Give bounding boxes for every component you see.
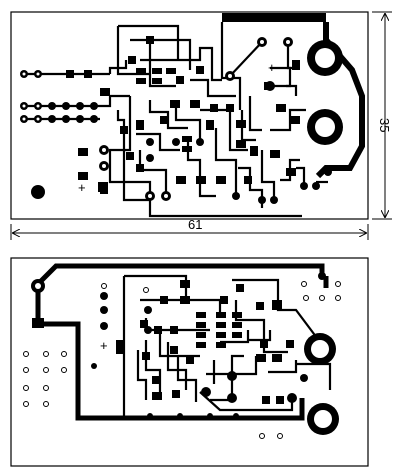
top-bus-trace (222, 13, 326, 22)
top-polarity-mark: + (268, 60, 276, 75)
height-dimension: 35 (372, 11, 392, 220)
width-dimension-label: 61 (188, 217, 202, 232)
height-dimension-label: 35 (377, 118, 392, 132)
bottom-pcb-board: + (10, 257, 369, 467)
bottom-polarity-mark: + (100, 338, 108, 353)
width-dimension: 61 (10, 217, 369, 240)
top-smd-pads (66, 36, 300, 194)
top-mounting-hole (31, 185, 45, 199)
bottom-holes (23, 281, 341, 439)
bottom-round-pads (91, 272, 326, 419)
top-round-pads (20, 37, 332, 204)
bottom-smd-pads (32, 280, 294, 404)
top-pcb-board: + + (10, 11, 369, 220)
top-polarity-mark-left: + (78, 180, 86, 195)
